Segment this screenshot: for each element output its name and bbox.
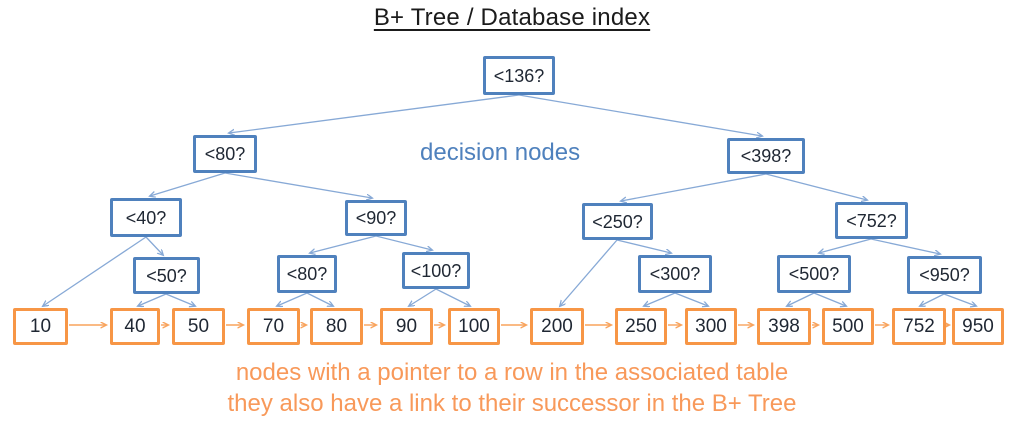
edge	[644, 292, 676, 306]
leaf-node-500: 500	[822, 308, 874, 345]
leaf-node-10: 10	[13, 308, 68, 345]
decision-node-80: <80?	[193, 135, 257, 173]
edge	[409, 288, 437, 306]
edge	[277, 292, 308, 306]
edge	[435, 288, 470, 306]
edge	[145, 236, 163, 255]
leaf-caption-line-2: they also have a link to their successor…	[227, 390, 797, 417]
decision-node-136: <136?	[483, 56, 555, 95]
edge	[920, 293, 945, 306]
edge	[43, 236, 147, 306]
leaf-node-250: 250	[615, 308, 667, 345]
edge	[306, 292, 333, 306]
edge	[229, 94, 520, 133]
decision-node-80b: <80?	[277, 255, 337, 293]
edge	[150, 172, 226, 196]
decision-node-500: <500?	[777, 255, 851, 293]
edge	[224, 172, 372, 198]
leaf-node-100: 100	[448, 308, 500, 345]
decision-node-40: <40?	[110, 198, 182, 237]
edge	[310, 235, 377, 253]
leaf-caption-line-1: nodes with a pointer to a row in the ass…	[235, 359, 789, 386]
edge	[870, 238, 940, 254]
edge	[165, 293, 195, 306]
edge	[813, 292, 846, 306]
decision-node-100: <100?	[402, 252, 470, 289]
tree-edges	[43, 94, 976, 306]
decision-node-950: <950?	[907, 256, 982, 294]
edge	[375, 235, 432, 250]
decision-node-250: <250?	[582, 203, 653, 240]
page-title: B+ Tree / Database index	[373, 4, 651, 31]
leaf-node-398: 398	[757, 308, 811, 345]
leaf-node-50: 50	[172, 308, 225, 345]
decision-node-300: <300?	[638, 255, 712, 293]
leaf-node-90: 90	[380, 308, 433, 345]
edge	[787, 292, 815, 306]
decision-nodes-label: decision nodes	[420, 139, 581, 166]
decision-node-752: <752?	[835, 202, 908, 239]
edge	[616, 239, 671, 253]
edge	[765, 173, 867, 200]
leaf-node-752: 752	[892, 308, 946, 345]
edge	[621, 173, 767, 201]
edge	[674, 292, 708, 306]
leaf-node-300: 300	[685, 308, 737, 345]
leaf-node-70: 70	[247, 308, 300, 345]
edge	[138, 293, 167, 306]
leaf-node-950: 950	[952, 308, 1004, 345]
edge	[943, 293, 976, 306]
edge	[518, 94, 762, 136]
decision-node-398: <398?	[727, 138, 805, 174]
leaf-node-40: 40	[110, 308, 160, 345]
edge	[560, 239, 618, 306]
edge	[819, 238, 872, 253]
decision-node-50: <50?	[133, 257, 200, 294]
decision-node-90: <90?	[345, 200, 407, 236]
leaf-node-80: 80	[310, 308, 363, 345]
leaf-node-200: 200	[530, 308, 584, 345]
